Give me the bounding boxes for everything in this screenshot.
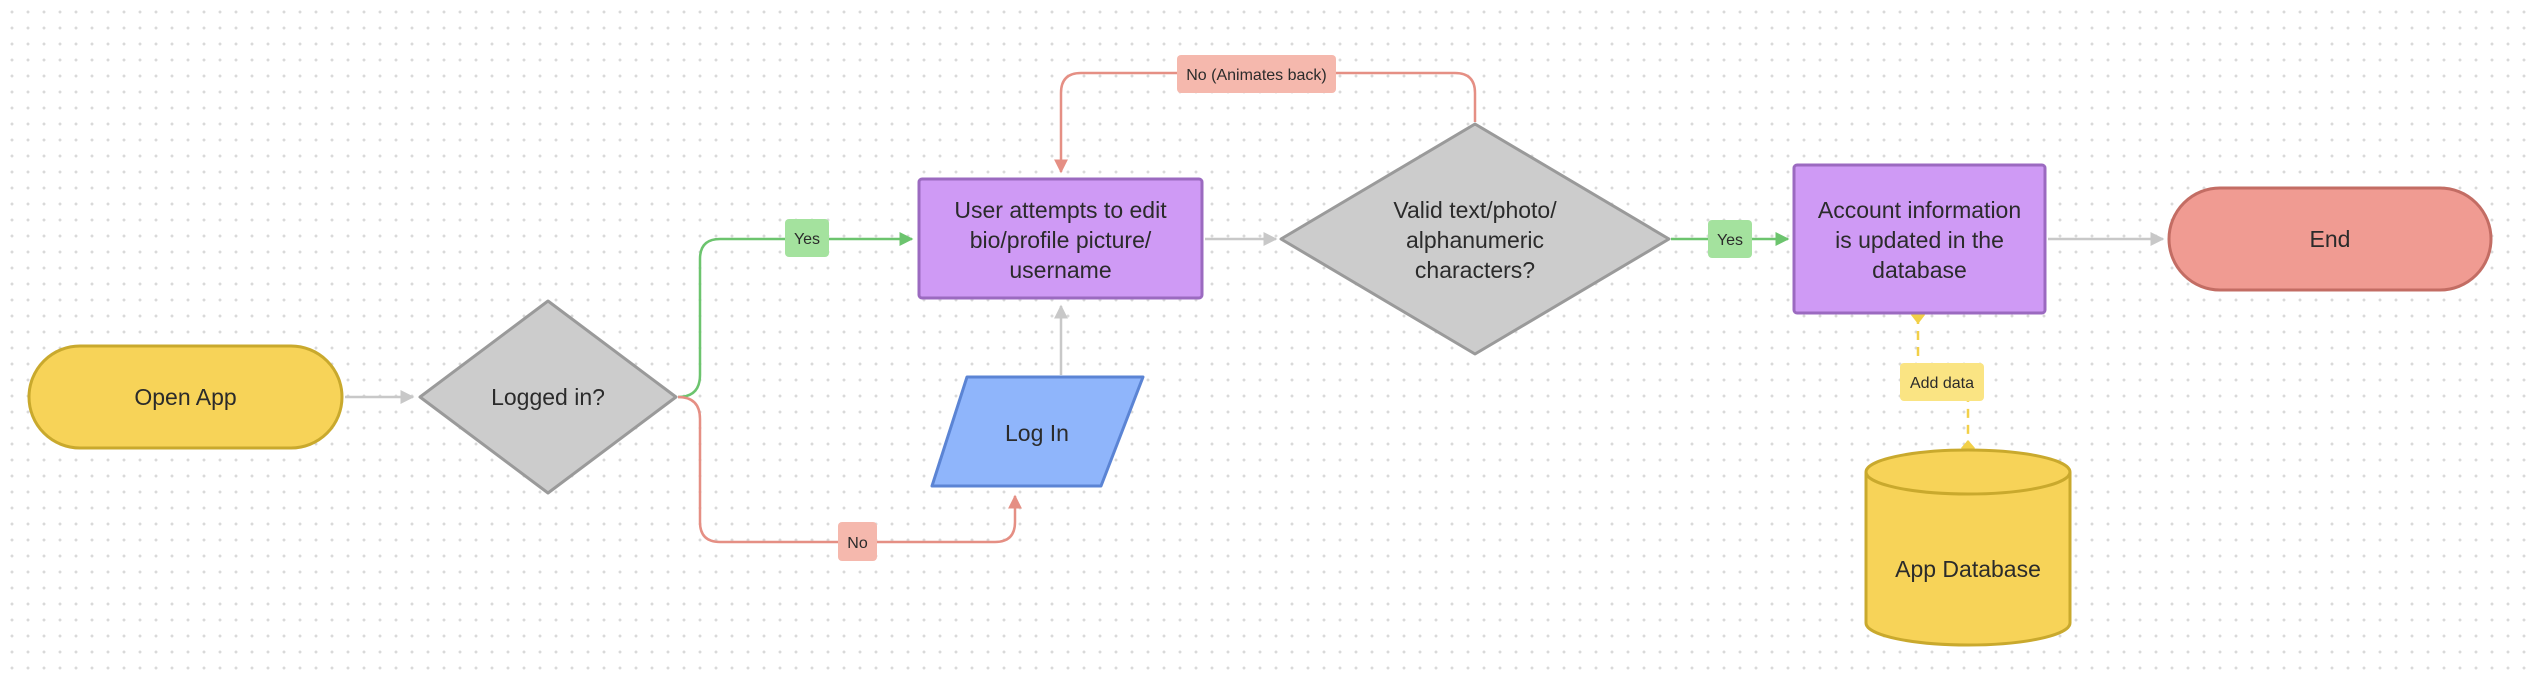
valid-label-line-2: alphanumeric <box>1406 227 1544 253</box>
no-animates-back-label: No (Animates back) <box>1186 67 1327 84</box>
yes-label: Yes <box>794 231 820 248</box>
connector-logged-in-yes[interactable] <box>677 232 914 399</box>
end-label: End <box>2310 226 2351 252</box>
edit-label-line-3: username <box>1009 257 1111 283</box>
edge-label-add-data: Add data <box>1900 363 1984 401</box>
no-label: No <box>847 535 868 552</box>
io-log-in[interactable]: Log In <box>930 375 1145 488</box>
update-label-line-3: database <box>1872 257 1967 283</box>
terminal-end[interactable]: End <box>2167 186 2493 292</box>
process-update-account[interactable]: Account information is updated in the da… <box>1792 163 2047 315</box>
decision-valid-input[interactable]: Valid text/photo/ alphanumeric character… <box>1279 122 1671 356</box>
update-label-line-1: Account information <box>1818 197 2021 223</box>
process-edit-profile[interactable]: User attempts to edit bio/profile pictur… <box>917 177 1204 300</box>
update-label-line-2: is updated in the <box>1835 227 2004 253</box>
valid-label-line-3: characters? <box>1415 257 1535 283</box>
logged-in-label: Logged in? <box>491 384 605 410</box>
yes-label: Yes <box>1717 232 1743 249</box>
terminal-open-app[interactable]: Open App <box>27 344 344 450</box>
open-app-label: Open App <box>134 384 236 410</box>
add-data-label: Add data <box>1910 375 1974 392</box>
edit-label-line-1: User attempts to edit <box>954 197 1167 223</box>
log-in-label: Log In <box>1005 420 1069 446</box>
edge-label-yes-logged-in: Yes <box>785 219 829 257</box>
edit-label-line-2: bio/profile picture/ <box>970 227 1152 253</box>
database-app[interactable]: App Database <box>1864 448 2072 647</box>
edge-label-yes-valid: Yes <box>1708 220 1752 258</box>
database-label: App Database <box>1895 556 2041 582</box>
edge-label-no-logged-in: No <box>838 522 877 561</box>
valid-label-line-1: Valid text/photo/ <box>1393 197 1557 223</box>
connector-logged-in-no[interactable] <box>677 395 1022 544</box>
decision-logged-in[interactable]: Logged in? <box>418 299 678 495</box>
edge-label-no-animates-back: No (Animates back) <box>1177 55 1336 93</box>
